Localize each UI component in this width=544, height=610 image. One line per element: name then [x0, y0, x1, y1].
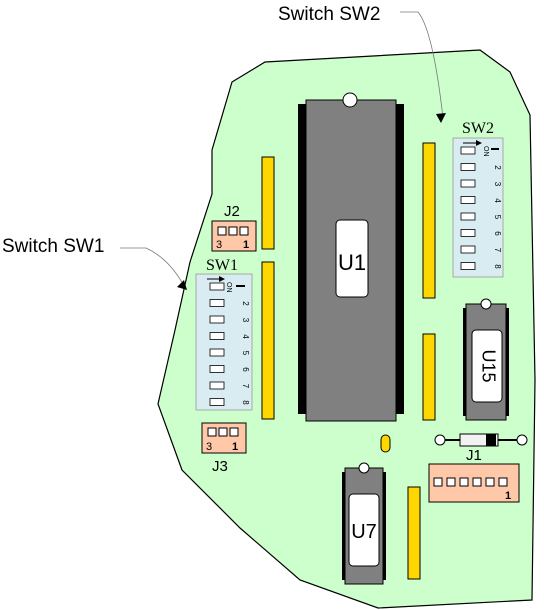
chip-u15: U15: [463, 299, 509, 420]
sw1-slot-5: [210, 349, 224, 356]
j2-pin-right-label: 1: [243, 239, 249, 251]
sw1-position-label: 4: [241, 334, 250, 339]
callout-switch-sw1: Switch SW1: [2, 236, 104, 257]
j2-name: J2: [224, 203, 240, 220]
chip-u1-label: U1: [338, 250, 366, 275]
j3-pin-3: [208, 428, 216, 436]
sw2-position-label: 7: [493, 248, 502, 253]
sw2-slot-8: [461, 263, 475, 270]
sw2-on-label: ON: [482, 146, 489, 157]
diode-pad-left: [435, 435, 445, 445]
callout-switch-sw2: Switch SW2: [278, 4, 380, 25]
j2-pin-2: [229, 227, 237, 235]
sw1-title: SW1: [206, 257, 238, 274]
sw2-title: SW2: [462, 120, 494, 137]
chip-u1: U1: [298, 93, 404, 421]
j1-pin-2: [486, 478, 494, 486]
sw2-position-label: 3: [493, 182, 502, 187]
j3-pin-right-label: 1: [232, 441, 238, 453]
sw1-slot-4: [210, 333, 224, 340]
header-right-mid: [423, 334, 435, 420]
chip-u7-notch: [359, 463, 369, 473]
chip-u15-notch: [481, 299, 491, 309]
dip-switch-sw1: SW1 ON 2 3 4 5 6 7 8: [196, 257, 252, 410]
j1-pin-6: [434, 478, 442, 486]
chip-u7: U7: [342, 463, 386, 584]
j2-pin-1: [240, 227, 248, 235]
j1-pin-right-label: 1: [505, 490, 511, 502]
dip-switch-sw2: SW2 ON 2 3 4 5 6 7 8: [453, 120, 503, 277]
j1-pin-3: [473, 478, 481, 486]
sw2-position-label: 4: [493, 198, 502, 203]
sw1-slot-8: [210, 399, 224, 406]
sw2-position-label: 8: [493, 264, 502, 269]
sw1-slot-7: [210, 382, 224, 389]
sw2-position-label: 5: [493, 215, 502, 220]
j2-pin-3: [218, 227, 226, 235]
sw1-slot-3: [210, 316, 224, 323]
sw1-body: [196, 274, 252, 410]
header-left-bottom: [262, 262, 274, 419]
sw1-position-label: 6: [241, 367, 250, 372]
j3-name: J3: [212, 458, 228, 475]
callout-sw1-leader: [120, 248, 183, 284]
j2-pin-left-label: 3: [216, 239, 222, 251]
j3-pin-left-label: 3: [206, 441, 212, 453]
sw1-position-label: 5: [241, 351, 250, 356]
j1-pin-5: [447, 478, 455, 486]
sw2-body: [453, 138, 503, 277]
sw1-slot-6: [210, 366, 224, 373]
j1-pin-4: [460, 478, 468, 486]
diode-cathode-band: [486, 434, 496, 446]
sw1-position-label: 3: [241, 318, 250, 323]
sw2-position-label: 2: [493, 165, 502, 170]
sw2-slot-3: [461, 180, 475, 187]
j1-name: J1: [466, 447, 482, 464]
chip-u1-notch: [343, 93, 357, 107]
sw1-position-label: 7: [241, 384, 250, 389]
sw2-slot-7: [461, 246, 475, 253]
chip-u15-label: U15: [478, 349, 498, 382]
j1-pin-1: [499, 478, 507, 486]
header-small-oval: [381, 435, 390, 452]
sw2-slot-6: [461, 230, 475, 237]
sw2-slot-1: [461, 147, 475, 154]
sw1-on-label: ON: [225, 282, 232, 293]
header-left-top: [262, 157, 274, 249]
sw2-slot-2: [461, 164, 475, 171]
chip-u7-label: U7: [351, 521, 377, 543]
header-right-top: [423, 143, 435, 298]
sw2-position-label: 6: [493, 231, 502, 236]
sw1-position-label: 8: [241, 400, 250, 405]
sw1-slot-1: [210, 283, 224, 290]
sw2-slot-5: [461, 213, 475, 220]
sw2-slot-4: [461, 197, 475, 204]
header-bottom: [408, 487, 420, 579]
sw1-position-label: 2: [241, 301, 250, 306]
j3-pin-1: [230, 428, 238, 436]
sw1-slot-2: [210, 300, 224, 307]
j3-pin-2: [219, 428, 227, 436]
diode-pad-right: [517, 435, 527, 445]
